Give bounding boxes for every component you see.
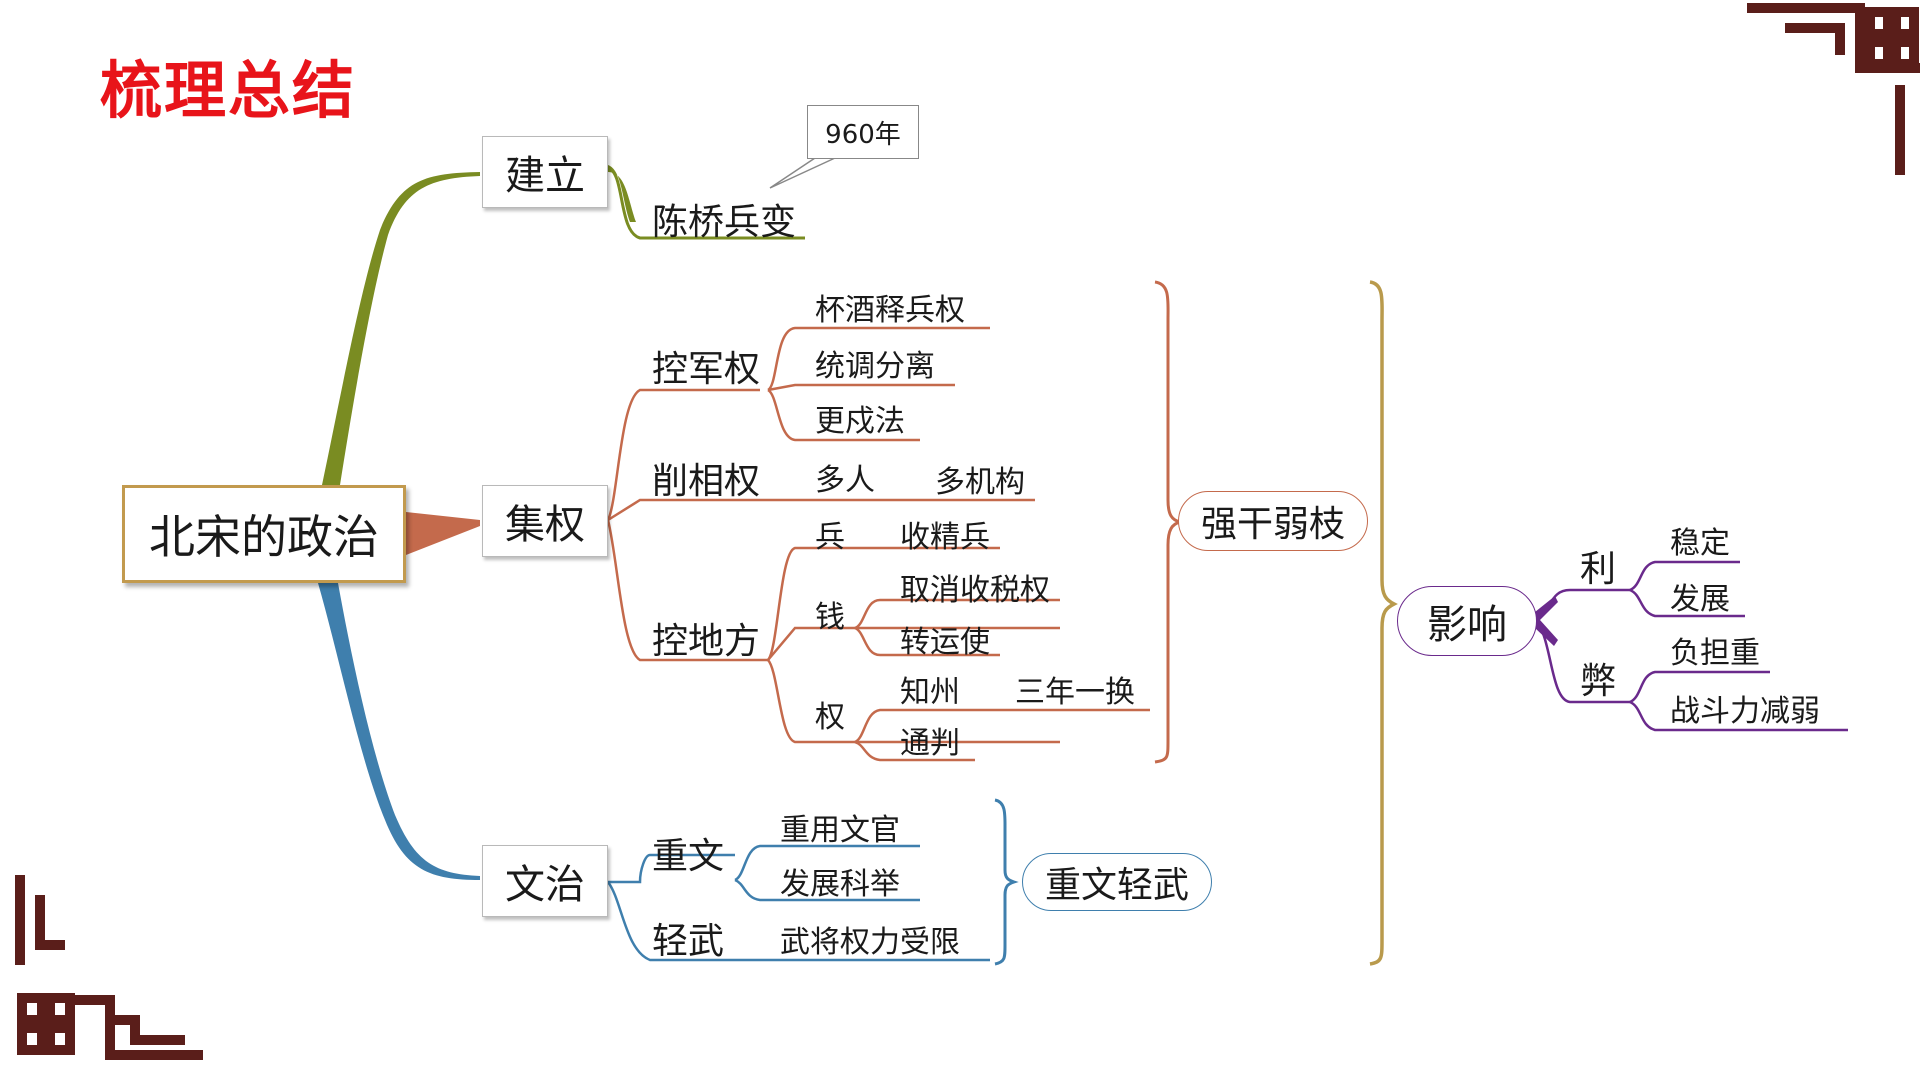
branch-wenzhi — [318, 583, 480, 880]
node-xiaoxiangquan[interactable]: 削相权 — [652, 461, 761, 502]
year-callout: 960年 — [807, 105, 919, 159]
node-kongdifang[interactable]: 控地方 — [652, 621, 761, 662]
wenzhi-connectors — [606, 844, 990, 962]
root-node[interactable]: 北宋的政治 — [122, 485, 406, 583]
node-fazhan[interactable]: 发展 — [1670, 582, 1730, 617]
corner-ornament-top-right — [1747, 3, 1920, 175]
jiquan-connectors — [606, 326, 1150, 762]
corner-ornament-bottom-left — [15, 875, 203, 1060]
node-yingxiang[interactable]: 影响 — [1397, 586, 1537, 656]
node-kongjunquan[interactable]: 控军权 — [652, 349, 761, 390]
node-zhongyong-wenguan[interactable]: 重用文官 — [780, 813, 900, 848]
node-wenzhi[interactable]: 文治 — [482, 845, 608, 917]
brace-zhongwen — [994, 798, 1019, 966]
node-gengshufa[interactable]: 更戍法 — [815, 404, 905, 439]
node-sannian-yihuan[interactable]: 三年一换 — [1015, 675, 1135, 710]
node-zhuanyunshi[interactable]: 转运使 — [900, 625, 990, 660]
node-wending[interactable]: 稳定 — [1670, 526, 1730, 561]
node-fazhan-keju[interactable]: 发展科举 — [780, 867, 900, 902]
node-bing[interactable]: 兵 — [815, 520, 845, 555]
callout-pointer — [769, 157, 836, 189]
brace-effect — [1369, 280, 1398, 966]
brace-qianggan — [1154, 280, 1181, 764]
node-zhandouli-jianruo[interactable]: 战斗力减弱 — [1670, 694, 1820, 729]
node-wujiang-shouxian[interactable]: 武将权力受限 — [780, 925, 960, 960]
node-chenqiao-bingbian[interactable]: 陈桥兵变 — [652, 202, 797, 243]
summary-qianggan-ruozhi[interactable]: 强干弱枝 — [1178, 491, 1368, 551]
node-tongpan[interactable]: 通判 — [900, 726, 960, 761]
node-duojigou[interactable]: 多机构 — [935, 465, 1025, 500]
node-qingwu[interactable]: 轻武 — [652, 921, 725, 962]
node-qian[interactable]: 钱 — [815, 600, 845, 635]
node-shoujingbing[interactable]: 收精兵 — [900, 520, 990, 555]
node-zhongwen[interactable]: 重文 — [652, 836, 725, 877]
node-zhizhou[interactable]: 知州 — [900, 675, 960, 710]
node-tongdiao[interactable]: 统调分离 — [815, 349, 935, 384]
node-quan[interactable]: 权 — [815, 700, 845, 735]
branch-jiquan — [406, 512, 480, 555]
branch-jianli — [322, 172, 480, 485]
node-jianli[interactable]: 建立 — [482, 136, 608, 208]
node-jiquan[interactable]: 集权 — [482, 485, 608, 557]
node-quxiao-shuiquan[interactable]: 取消收税权 — [900, 573, 1050, 608]
node-beijiu[interactable]: 杯酒释兵权 — [815, 293, 965, 328]
branch-yingxiang-thick — [1535, 596, 1558, 646]
node-bi[interactable]: 弊 — [1580, 661, 1617, 702]
node-li[interactable]: 利 — [1580, 549, 1617, 590]
node-duoren[interactable]: 多人 — [815, 463, 875, 498]
summary-zhongwen-qingwu[interactable]: 重文轻武 — [1022, 853, 1212, 911]
node-fudan-zhong[interactable]: 负担重 — [1670, 636, 1760, 671]
connector-jianli-thick — [608, 165, 636, 222]
page-title: 梳理总结 — [100, 54, 357, 127]
